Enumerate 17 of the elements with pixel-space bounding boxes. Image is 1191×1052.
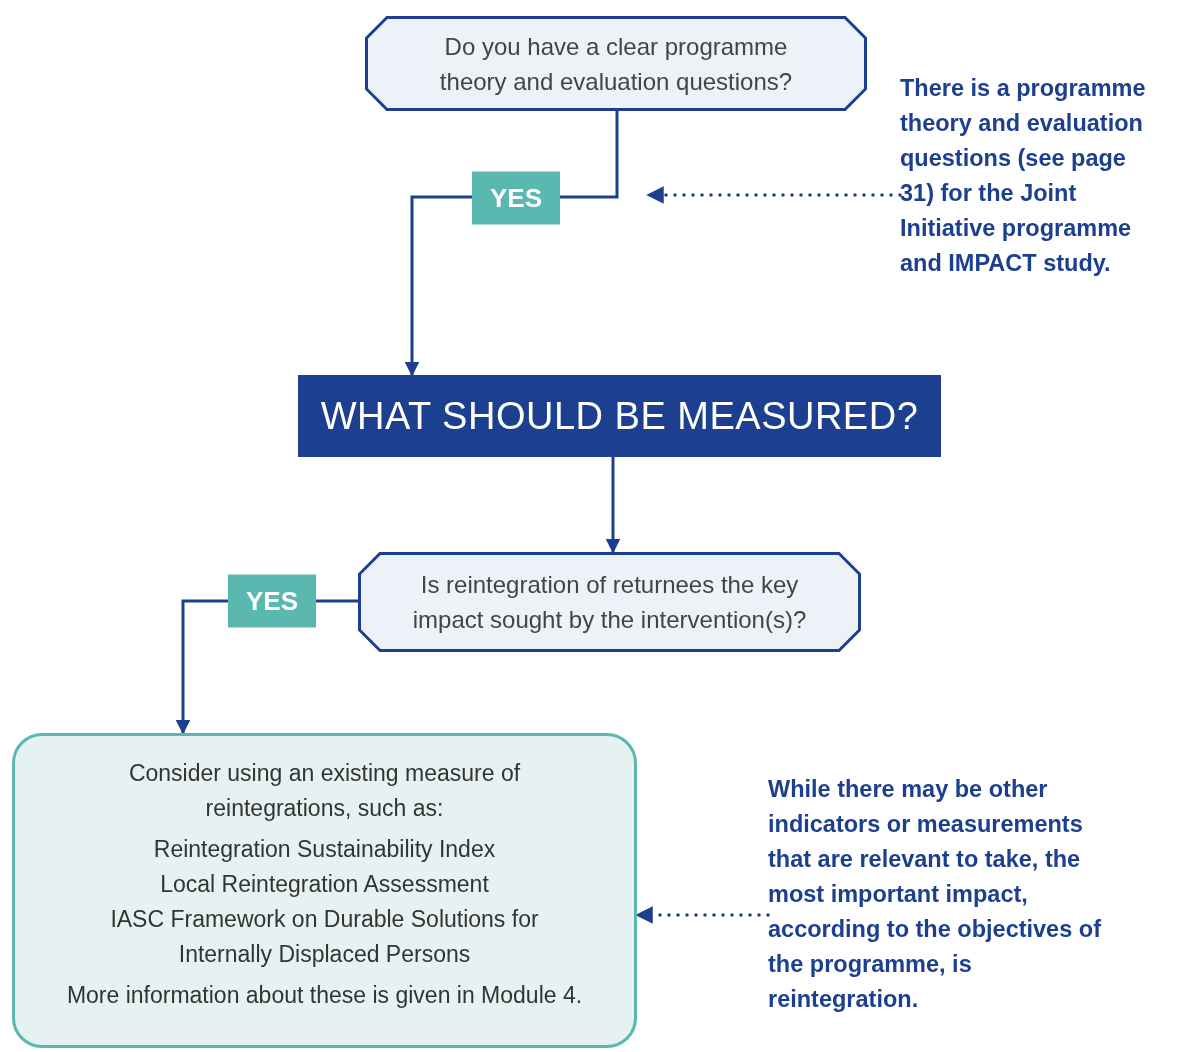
arrow [605,457,621,554]
question-text: Is reintegration of returnees the key impact sought by the intervention(s)? [411,570,808,635]
body-text: Consider using an existing measure of reintegrations, such as: [127,759,522,823]
dotted-arrow [635,906,770,924]
note-text: There is a programme theory and evaluation questions (see page 31) for the Joint Initiative programme and IMPACT study. [900,74,1147,278]
list-item: Local Reintegration Assessment [160,870,489,899]
dotted-arrow [646,186,902,204]
list-item: Reintegration Sustainability Index [153,835,496,864]
edge-label: YES [472,171,560,225]
list-item: IASC Framework on Durable Solutions for Internally Displaced Persons [109,905,540,969]
question-text: Do you have a clear programme theory and evaluation questions? [438,31,794,97]
heading-box [298,375,941,457]
result-box [12,733,637,1048]
note-text: While there may be other indicators or measurements that are relevant to take, the most important impact, according to the objectives of the programme, is reintegration. [768,774,1102,1014]
body-text: More information about these is given in Module 4. [66,981,583,1010]
edge-label: YES [228,574,316,628]
heading-text: WHAT SHOULD BE MEASURED? [320,394,919,438]
